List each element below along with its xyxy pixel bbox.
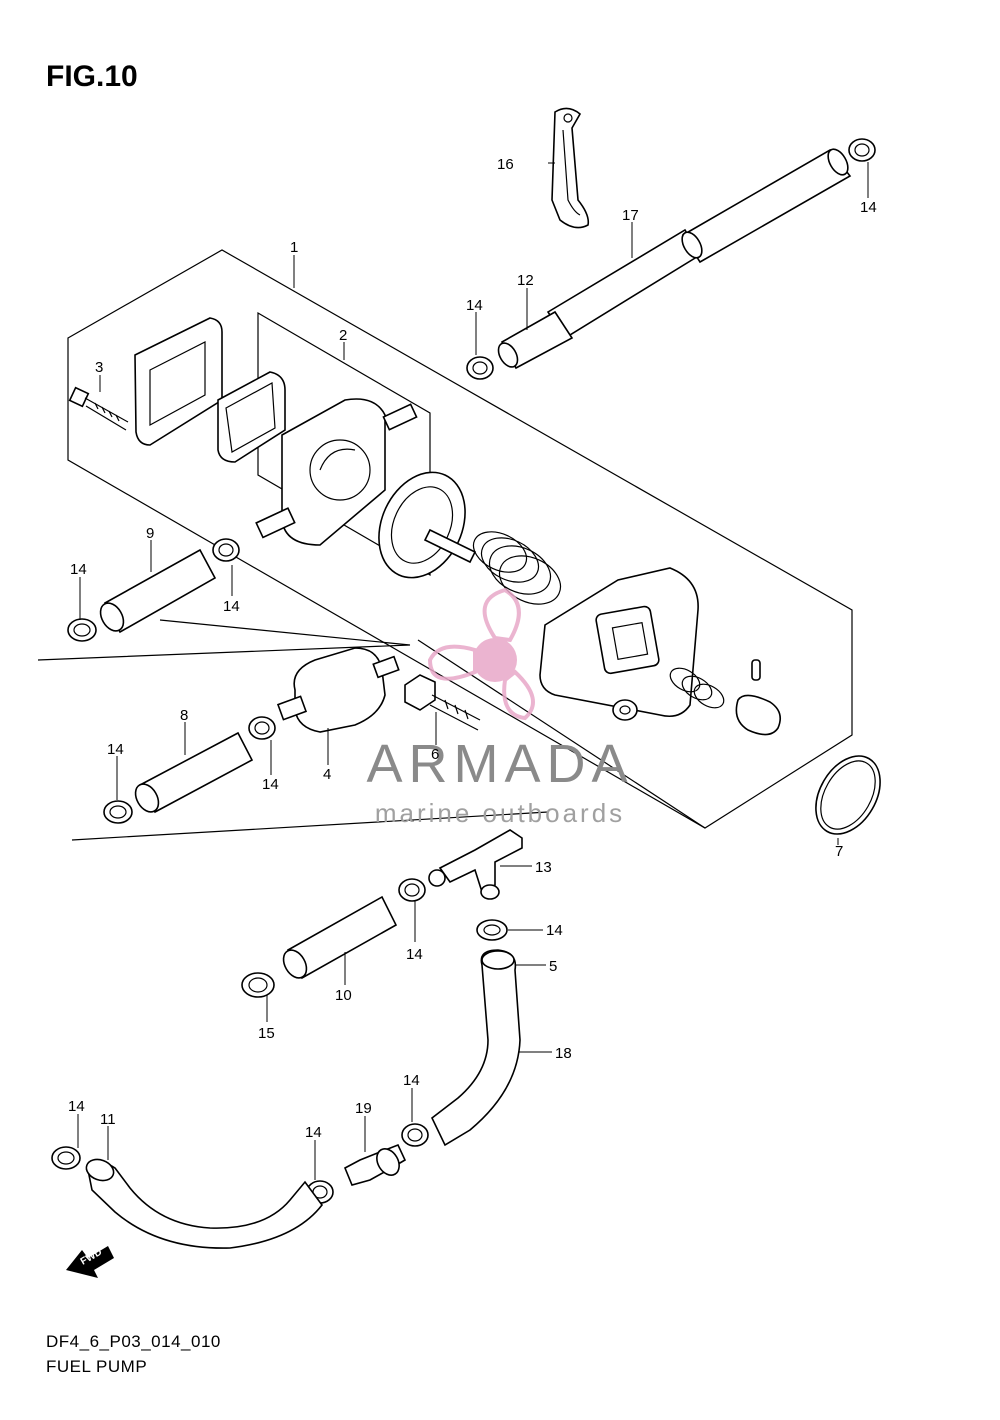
hose-guide-16: [551, 107, 590, 229]
t-joint-13: [428, 829, 523, 900]
pump-body: [255, 398, 418, 546]
callout-16: 16: [497, 156, 514, 173]
diaphragm-spring: [472, 531, 562, 605]
figure-title: FIG.10: [46, 60, 138, 93]
callout-5: 5: [549, 958, 557, 975]
clip-14-a: [848, 138, 876, 162]
fuel-filter-4: [276, 647, 400, 733]
watermark-logo-icon: [427, 587, 535, 721]
figure-name: FUEL PUMP: [46, 1357, 148, 1376]
clip-14-i: [51, 1146, 81, 1170]
callout-14-a: 14: [860, 199, 877, 216]
callout-4: 4: [323, 766, 331, 783]
callout-14-e: 14: [107, 741, 124, 758]
callout-14-g: 14: [406, 946, 423, 963]
pump-diaphragm: [378, 471, 477, 579]
clip-14-k: [401, 1123, 429, 1147]
fuel-hose-12: [497, 310, 574, 370]
hose-9: [99, 548, 217, 634]
aux-line-upper: [37, 619, 411, 661]
callout-14-b: 14: [466, 297, 483, 314]
nut: [612, 699, 638, 721]
plunger-pin: [735, 659, 781, 736]
aux-line-diag: [417, 639, 706, 829]
callout-17: 17: [622, 207, 639, 224]
pump-cover-plate: [134, 317, 223, 446]
clip-14-g: [398, 878, 426, 902]
fitting-19: [343, 1143, 407, 1186]
callout-18: 18: [555, 1045, 572, 1062]
callout-10: 10: [335, 987, 352, 1004]
callout-11: 11: [100, 1111, 116, 1128]
callout-15: 15: [258, 1025, 275, 1042]
callout-12: 12: [517, 272, 534, 289]
figure-code: DF4_6_P03_014_010: [46, 1332, 221, 1351]
small-spring: [669, 667, 725, 709]
leader-lines: [77, 162, 869, 1180]
callout-14-f: 14: [262, 776, 279, 793]
clip-15: [241, 972, 275, 998]
callout-14-h: 14: [546, 922, 563, 939]
assembly-frame-1: [67, 249, 853, 829]
callout-1: 1: [290, 239, 298, 256]
callout-14-d: 14: [223, 598, 240, 615]
hose-8: [134, 731, 254, 814]
callout-14-k: 14: [403, 1072, 420, 1089]
clip-14-h: [476, 919, 508, 941]
clip-14-c: [67, 618, 97, 642]
callout-3: 3: [95, 359, 103, 376]
callout-14-c: 14: [70, 561, 87, 578]
clip-14-e: [248, 716, 276, 740]
callout-13: 13: [535, 859, 552, 876]
callout-9: 9: [146, 525, 154, 542]
aux-line-lower: [71, 811, 549, 841]
callout-7: 7: [835, 843, 843, 860]
pump-housing: [539, 567, 699, 718]
fwd-arrow-icon: FWD: [66, 1246, 114, 1278]
hose-18: [430, 949, 521, 1147]
clip-14-b: [466, 356, 494, 380]
callout-14-i: 14: [68, 1098, 85, 1115]
o-ring-7: [815, 755, 881, 835]
screw-3: [68, 386, 129, 431]
callout-6: 6: [431, 746, 439, 763]
callout-8: 8: [180, 707, 188, 724]
watermark-brand: ARMADA: [366, 734, 633, 794]
callout-14-j: 14: [305, 1124, 322, 1141]
hose-11: [85, 1158, 324, 1249]
callout-2: 2: [339, 327, 347, 344]
pump-gasket: [217, 371, 286, 463]
clip-14-f: [103, 800, 133, 824]
fuel-hose-17: [546, 148, 852, 340]
bolt-6: [404, 674, 481, 731]
watermark-tagline: marine outboards: [375, 798, 625, 828]
callout-19: 19: [355, 1100, 372, 1117]
clip-14-d: [212, 538, 240, 562]
hose-10: [282, 895, 398, 980]
